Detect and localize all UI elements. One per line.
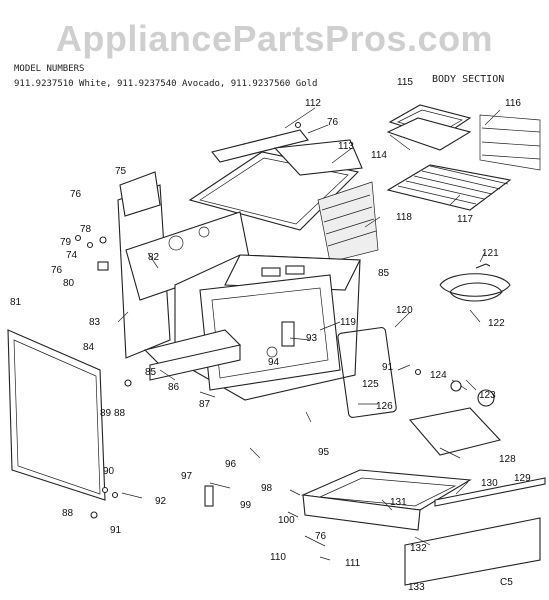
callout-133: 133 — [408, 582, 425, 593]
callout-76: 76 — [327, 117, 339, 128]
door-gasket — [337, 327, 397, 418]
element-shield — [408, 407, 502, 456]
door-panel — [7, 329, 106, 501]
oven-body — [174, 254, 361, 401]
rear-insulation — [317, 181, 379, 263]
callout-76-left: 76 — [70, 189, 82, 200]
model-numbers-list: 911.9237510 White, 911.9237540 Avocado, … — [14, 79, 318, 89]
callout-97: 97 — [181, 471, 193, 482]
callout-118: 118 — [396, 212, 412, 223]
top-panel — [188, 129, 363, 231]
model-numbers-title: MODEL NUMBERS — [14, 64, 85, 74]
hardware-bits — [74, 121, 495, 519]
callout-126: 126 — [376, 401, 393, 412]
callout-74: 74 — [66, 250, 78, 261]
leader-lines — [117, 107, 501, 561]
callout-75: 75 — [115, 166, 127, 177]
callout-131: 131 — [390, 497, 407, 508]
callout-114: 114 — [371, 150, 387, 161]
callout-78: 78 — [80, 224, 92, 235]
callout-80: 80 — [63, 278, 75, 289]
callout-119: 119 — [340, 317, 356, 328]
callout-87: 87 — [199, 399, 211, 410]
bake-element — [439, 263, 511, 302]
callout-122: 122 — [488, 318, 505, 329]
callout-93: 93 — [306, 333, 318, 344]
callout-85: 85 — [378, 268, 390, 279]
oven-light — [266, 321, 295, 358]
callout-88-mid: 88 — [114, 408, 126, 419]
callout-82: 82 — [148, 252, 160, 263]
callout-117: 117 — [457, 214, 473, 225]
callout-115: 115 — [397, 77, 413, 88]
callout-76-bottom: 76 — [315, 531, 327, 542]
callout-96: 96 — [225, 459, 237, 470]
footer-code: C5 — [500, 577, 513, 588]
callout-125: 125 — [362, 379, 379, 390]
broiler-pan — [386, 104, 472, 151]
callout-91-right: 91 — [382, 362, 394, 373]
kick-panel — [404, 477, 546, 586]
callout-83: 83 — [89, 317, 101, 328]
callout-84: 84 — [83, 342, 95, 353]
callout-81: 81 — [10, 297, 22, 308]
watermark: AppliancePartsPros.com — [55, 18, 494, 59]
callout-100: 100 — [278, 515, 295, 526]
callout-89: 89 — [100, 408, 112, 419]
callout-90: 90 — [103, 466, 115, 477]
oven-rack — [386, 164, 512, 211]
callout-130: 130 — [481, 478, 498, 489]
callout-91-left: 91 — [110, 525, 122, 536]
callout-123: 123 — [479, 390, 496, 401]
callout-124: 124 — [430, 370, 447, 381]
callout-116: 116 — [505, 98, 521, 109]
callout-95: 95 — [318, 447, 330, 458]
callout-94: 94 — [268, 357, 280, 368]
callout-113: 113 — [338, 141, 354, 152]
callout-86: 86 — [168, 382, 180, 393]
rack-guides — [479, 114, 541, 171]
callout-112: 112 — [305, 98, 321, 109]
callout-128: 128 — [499, 454, 516, 465]
callout-labels: 112 76 113 115 116 114 75 76 78 79 74 76… — [10, 77, 531, 593]
callout-85-low: 85 — [145, 367, 157, 378]
callout-121: 121 — [482, 248, 499, 259]
callout-79: 79 — [60, 237, 72, 248]
section-title: BODY SECTION — [432, 74, 505, 85]
callout-92: 92 — [155, 496, 167, 507]
callout-88-bottom: 88 — [62, 508, 74, 519]
callout-98: 98 — [261, 483, 273, 494]
callout-120: 120 — [396, 305, 413, 316]
callout-111: 111 — [345, 558, 361, 569]
callout-132: 132 — [410, 543, 427, 554]
base-frame — [143, 329, 242, 381]
broiler-drawer — [300, 469, 472, 531]
side-panel — [117, 171, 251, 359]
callout-76-mid: 76 — [51, 265, 63, 276]
callout-110: 110 — [270, 552, 286, 563]
callout-129: 129 — [514, 473, 531, 484]
callout-99: 99 — [240, 500, 252, 511]
